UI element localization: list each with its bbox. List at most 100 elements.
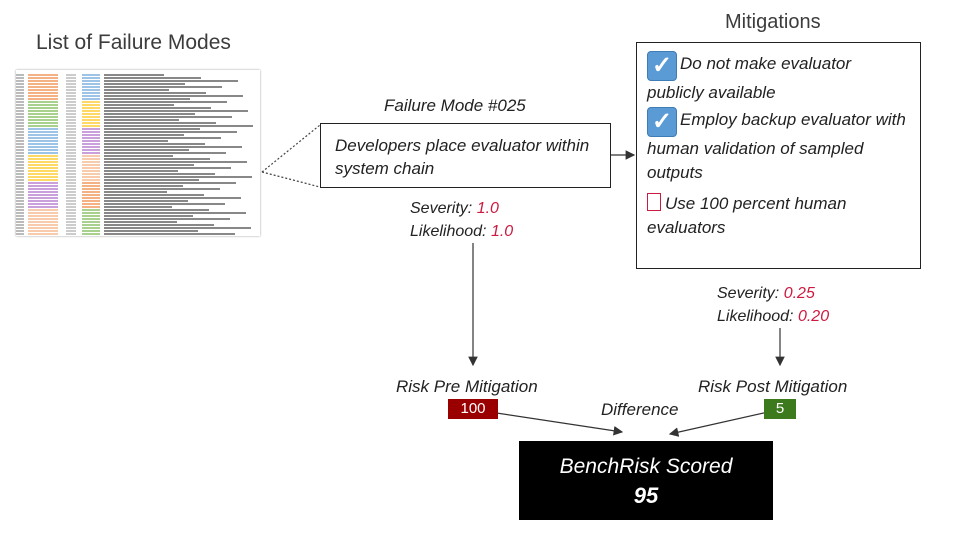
spreadsheet-cell xyxy=(28,100,58,103)
spreadsheet-row xyxy=(16,214,260,217)
spreadsheet-cell xyxy=(24,142,28,145)
spreadsheet-cell xyxy=(58,160,66,163)
mitigation-metrics: Severity: 0.25 Likelihood: 0.20 xyxy=(717,282,829,328)
checkbox-checked-icon: ✓ xyxy=(647,51,677,81)
spreadsheet-cell xyxy=(100,82,104,85)
spreadsheet-cell xyxy=(24,166,28,169)
spreadsheet-cell xyxy=(66,88,76,91)
mitigation-item: ✓Do not make evaluator publicly availabl… xyxy=(647,51,910,106)
spreadsheet-cell xyxy=(82,220,100,223)
spreadsheet-cell xyxy=(24,109,28,112)
spreadsheet-cell xyxy=(24,100,28,103)
spreadsheet-cell xyxy=(16,226,24,229)
spreadsheet-cell xyxy=(28,160,58,163)
spreadsheet-cell xyxy=(58,196,66,199)
spreadsheet-cell xyxy=(16,163,24,166)
benchrisk-score-box: BenchRisk Scored 95 xyxy=(519,441,773,520)
spreadsheet-cell xyxy=(76,106,82,109)
spreadsheet-cell xyxy=(24,79,28,82)
spreadsheet-cell xyxy=(104,193,204,196)
spreadsheet-cell xyxy=(100,160,104,163)
spreadsheet-cell xyxy=(100,151,104,154)
spreadsheet-cell xyxy=(58,172,66,175)
spreadsheet-cell xyxy=(104,190,167,193)
spreadsheet-cell xyxy=(28,202,58,205)
severity-label: Severity: xyxy=(410,200,473,217)
spreadsheet-cell xyxy=(66,106,76,109)
spreadsheet-cell xyxy=(16,160,24,163)
difference-label: Difference xyxy=(601,400,679,419)
spreadsheet-cell xyxy=(82,223,100,226)
spreadsheet-cell xyxy=(28,154,58,157)
spreadsheet-cell xyxy=(82,148,100,151)
spreadsheet-cell xyxy=(24,181,28,184)
spreadsheet-cell xyxy=(76,145,82,148)
spreadsheet-cell xyxy=(16,130,24,133)
spreadsheet-cell xyxy=(28,226,58,229)
spreadsheet-cell xyxy=(28,196,58,199)
spreadsheet-cell xyxy=(16,211,24,214)
spreadsheet-cell xyxy=(100,142,104,145)
spreadsheet-cell xyxy=(76,178,82,181)
spreadsheet-cell xyxy=(24,148,28,151)
spreadsheet-cell xyxy=(16,97,24,100)
spreadsheet-cell xyxy=(58,97,66,100)
spreadsheet-cell xyxy=(24,184,28,187)
spreadsheet-cell xyxy=(24,97,28,100)
spreadsheet-cell xyxy=(28,205,58,208)
spreadsheet-cell xyxy=(24,229,28,232)
spreadsheet-row xyxy=(16,193,260,196)
spreadsheet-cell xyxy=(76,190,82,193)
spreadsheet-cell xyxy=(66,79,76,82)
spreadsheet-cell xyxy=(28,169,58,172)
spreadsheet-cell xyxy=(16,217,24,220)
spreadsheet-cell xyxy=(100,121,104,124)
spreadsheet-cell xyxy=(82,190,100,193)
spreadsheet-cell xyxy=(28,157,58,160)
spreadsheet-cell xyxy=(16,82,24,85)
spreadsheet-cell xyxy=(104,97,190,100)
spreadsheet-cell xyxy=(82,118,100,121)
spreadsheet-row xyxy=(16,163,260,166)
spreadsheet-cell xyxy=(24,73,28,76)
spreadsheet-cell xyxy=(16,232,24,235)
spreadsheet-cell xyxy=(82,94,100,97)
spreadsheet-cell xyxy=(28,91,58,94)
spreadsheet-cell xyxy=(76,76,82,79)
spreadsheet-cell xyxy=(100,115,104,118)
spreadsheet-cell xyxy=(104,223,214,226)
spreadsheet-cell xyxy=(24,124,28,127)
spreadsheet-cell xyxy=(16,190,24,193)
spreadsheet-cell xyxy=(58,76,66,79)
spreadsheet-cell xyxy=(16,229,24,232)
spreadsheet-cell xyxy=(100,79,104,82)
failure-modes-spreadsheet-thumbnail xyxy=(16,70,260,236)
spreadsheet-cell xyxy=(24,211,28,214)
spreadsheet-cell xyxy=(16,115,24,118)
spreadsheet-cell xyxy=(24,112,28,115)
spreadsheet-cell xyxy=(100,232,104,235)
spreadsheet-cell xyxy=(76,82,82,85)
failure-mode-label: Failure Mode #025 xyxy=(384,96,526,115)
mitigation-text: Do not make evaluator publicly available xyxy=(647,54,852,102)
spreadsheet-cell xyxy=(16,112,24,115)
spreadsheet-cell xyxy=(104,91,206,94)
spreadsheet-cell xyxy=(24,196,28,199)
spreadsheet-cell xyxy=(24,172,28,175)
spreadsheet-cell xyxy=(24,220,28,223)
spreadsheet-row xyxy=(16,160,260,163)
spreadsheet-cell xyxy=(82,202,100,205)
spreadsheet-cell xyxy=(58,226,66,229)
spreadsheet-cell xyxy=(24,160,28,163)
spreadsheet-cell xyxy=(16,175,24,178)
spreadsheet-cell xyxy=(76,85,82,88)
spreadsheet-cell xyxy=(100,193,104,196)
spreadsheet-cell xyxy=(82,100,100,103)
spreadsheet-cell xyxy=(24,151,28,154)
spreadsheet-cell xyxy=(76,109,82,112)
risk-post-value: 5 xyxy=(764,399,796,419)
spreadsheet-cell xyxy=(82,142,100,145)
spreadsheet-cell xyxy=(82,130,100,133)
spreadsheet-cell xyxy=(28,181,58,184)
spreadsheet-cell xyxy=(76,142,82,145)
